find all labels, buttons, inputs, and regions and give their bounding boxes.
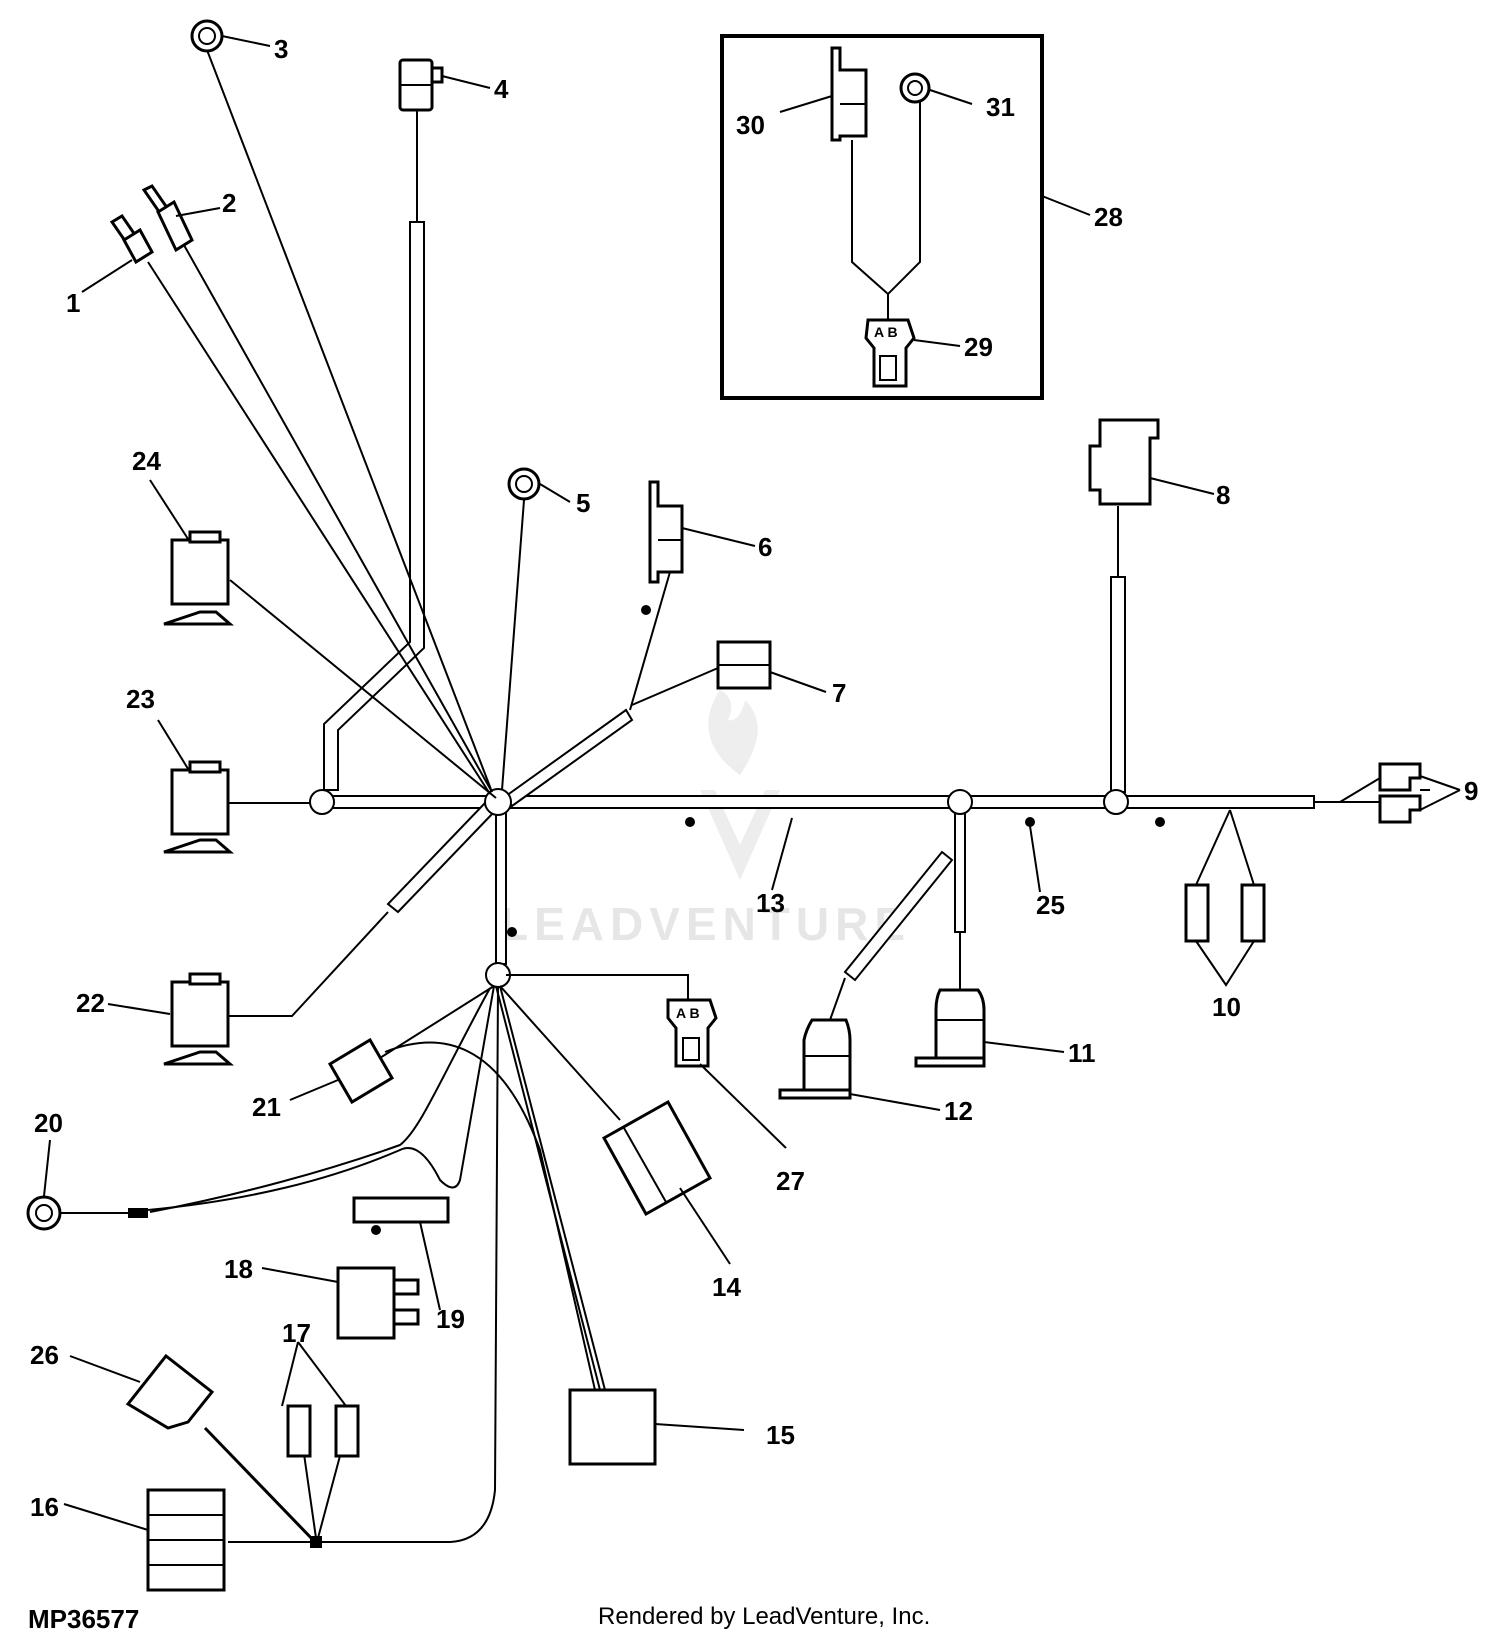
callout-17: 17	[282, 1318, 311, 1348]
callout-9: 9	[1464, 776, 1478, 806]
connector-7	[716, 640, 772, 690]
callout-20: 20	[34, 1108, 63, 1138]
callout-16: 16	[30, 1492, 59, 1522]
harness-nodes	[309, 788, 1129, 988]
connector-29-letters: A B	[874, 324, 898, 340]
component-21	[327, 1037, 395, 1105]
credit-text: Rendered by LeadVenture, Inc.	[598, 1603, 930, 1630]
component-26	[125, 1353, 215, 1430]
watermark-text: LEADVENTURE	[500, 898, 911, 950]
callout-28: 28	[1094, 202, 1123, 232]
callout-29: 29	[964, 332, 993, 362]
callout-21: 21	[252, 1092, 281, 1122]
terminal-1	[109, 213, 154, 265]
callout-31: 31	[986, 92, 1015, 122]
connector-6	[641, 480, 684, 615]
callout-12: 12	[944, 1096, 973, 1126]
inset-28: A B	[720, 34, 1044, 400]
terminals-17	[286, 1404, 360, 1458]
switch-24	[163, 530, 235, 626]
callout-11: 11	[1068, 1038, 1096, 1068]
callout-30: 30	[736, 110, 765, 140]
relay-18	[336, 1266, 420, 1340]
switch-23	[163, 760, 235, 854]
callout-3: 3	[274, 34, 288, 64]
callout-7: 7	[832, 678, 846, 708]
connector-8	[1088, 418, 1160, 506]
terminals-9	[1378, 762, 1422, 824]
callout-22: 22	[76, 988, 105, 1018]
callout-27: 27	[776, 1166, 805, 1196]
connector-4	[398, 58, 444, 112]
callout-4: 4	[494, 74, 509, 104]
ring-terminal-5	[507, 467, 541, 501]
fuse-block-16	[146, 1488, 226, 1592]
callout-24: 24	[132, 446, 161, 476]
component-15	[568, 1388, 657, 1466]
callout-13: 13	[756, 888, 785, 918]
component-19	[352, 1196, 450, 1224]
callout-1: 1	[66, 288, 80, 318]
callout-26: 26	[30, 1340, 59, 1370]
callout-5: 5	[576, 488, 590, 518]
clips	[371, 817, 1165, 1235]
callout-8: 8	[1216, 480, 1230, 510]
callout-10: 10	[1212, 992, 1241, 1022]
callout-19: 19	[436, 1304, 465, 1334]
callout-14: 14	[712, 1272, 741, 1302]
component-14	[601, 1099, 713, 1217]
callout-18: 18	[224, 1254, 253, 1284]
terminal-2	[141, 184, 194, 253]
callout-2: 2	[222, 188, 236, 218]
component-12	[778, 1018, 852, 1100]
connector-27: A B	[666, 998, 718, 1068]
wires	[60, 49, 1381, 1544]
drawing-code: MP36577	[28, 1604, 139, 1634]
terminals-10	[1184, 883, 1266, 987]
component-11	[914, 988, 986, 1068]
callout-15: 15	[766, 1420, 795, 1450]
watermark: LEADVENTURE	[500, 690, 911, 950]
callout-23: 23	[126, 684, 155, 714]
switch-22	[163, 972, 235, 1066]
callout-6: 6	[758, 532, 772, 562]
leader-lines	[43, 35, 1461, 1531]
connector-27-letters: A B	[676, 1005, 700, 1021]
callout-25: 25	[1036, 890, 1065, 920]
ring-terminal-3	[190, 19, 224, 53]
callout-labels: 1 2 3 4 5 6 7 8 9 10 11 12 13 14 15 16 1…	[30, 34, 1478, 1522]
ring-terminal-20	[26, 1195, 148, 1231]
